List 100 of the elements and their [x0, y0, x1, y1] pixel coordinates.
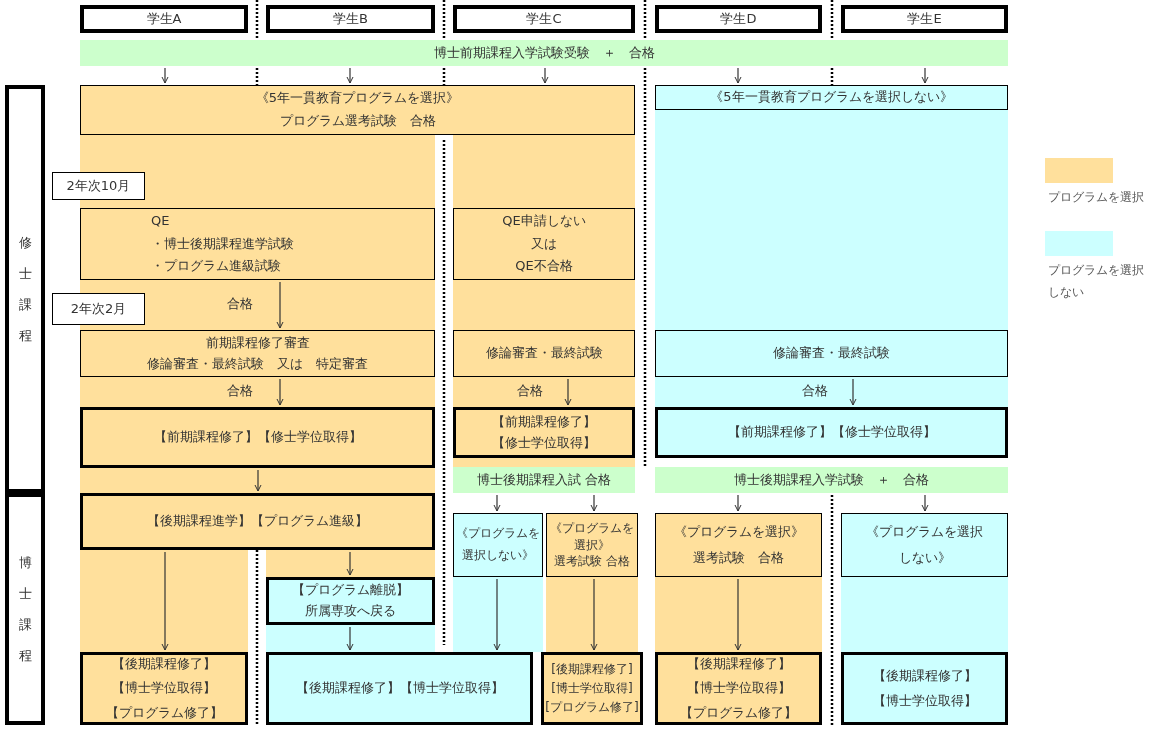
arrow [346, 551, 354, 576]
course-box [5, 493, 45, 725]
legend-label: プログラムを選択しない [1048, 262, 1145, 301]
program-box [546, 513, 638, 577]
box-text: 【プログラム修了】 [105, 703, 223, 722]
box-text: 【前期課程修了】【修士学位取得】 [727, 423, 936, 442]
arrow [493, 494, 501, 512]
box-text: 【博士学位取得】 [686, 679, 791, 698]
box-text: 2年次2月 [70, 299, 127, 318]
date-box [52, 172, 145, 200]
box-text: 選考試験 合格 [693, 549, 784, 567]
review-box [453, 330, 635, 377]
box-text: 学生B [333, 9, 368, 28]
arrow [849, 378, 857, 406]
box-text: 修論審査・最終試験 [773, 344, 890, 363]
box-text: 【博士学位取得】 [112, 679, 216, 698]
exam-band [655, 467, 1008, 493]
arrow [346, 67, 354, 84]
arrow [921, 494, 929, 512]
exam-box [453, 208, 635, 280]
edge-label: 合格 [225, 382, 255, 400]
box-text: [博士学位取得] [551, 679, 633, 697]
box-text: 学生C [526, 9, 562, 28]
result-box [80, 493, 435, 550]
box-text: 所属専攻へ戻る [305, 602, 396, 620]
box-text: 《プログラムを選択しない》 [455, 525, 541, 564]
box-text: 【後期課程修了】 [872, 667, 977, 686]
arrow [590, 578, 598, 651]
box-text: 2年次10月 [66, 176, 131, 195]
exam-band [80, 40, 1008, 66]
result-box [841, 652, 1008, 725]
edge-label: 合格 [515, 382, 545, 400]
box-text: プログラム選考試験 合格 [279, 112, 436, 130]
student-header [266, 5, 435, 33]
student-header [655, 5, 822, 33]
box-text: 選考試験 合格 [554, 553, 630, 571]
arrow [276, 281, 284, 329]
arrow [161, 67, 169, 84]
arrow [276, 378, 284, 406]
box-text: 《プログラムを選択》 [673, 523, 804, 541]
program-box [655, 85, 1008, 110]
box-text: 【修士学位取得】 [492, 433, 596, 452]
box-text: 《プログラムを選択しない》 [865, 523, 984, 567]
student-header [841, 5, 1008, 33]
program-box [80, 85, 635, 135]
result-box [80, 652, 248, 725]
arrow [921, 67, 929, 84]
result-box [453, 407, 635, 458]
student-header [80, 5, 248, 33]
arrow [734, 578, 742, 651]
arrow [254, 469, 262, 492]
arrow [734, 494, 742, 512]
box-text: QE [151, 211, 170, 230]
result-box [541, 652, 643, 725]
box-text: 【博士学位取得】 [872, 691, 977, 710]
box-text: 前期課程修了審査 [205, 333, 310, 352]
box-text: 【プログラム修了】 [680, 703, 797, 722]
box-text: 【プログラム離脱】 [292, 581, 409, 600]
box-text: ・プログラム進級試験 [151, 257, 281, 276]
box-text: 修士課程 [17, 233, 33, 346]
box-text: QE申請しない [502, 211, 586, 230]
box-text: 【前期課程修了】【修士学位取得】 [153, 428, 362, 447]
box-text: 【後期課程修了】 [112, 655, 216, 674]
arrow [734, 67, 742, 84]
arrow [493, 578, 501, 651]
arrow [346, 626, 354, 651]
box-text: 博士前期課程入学試験受験 ＋ 合格 [433, 43, 655, 62]
box-text: 【後期課程進学】【プログラム進級】 [147, 512, 368, 531]
box-text: 【後期課程修了】【博士学位取得】 [295, 679, 504, 698]
withdrawal-box [266, 577, 435, 625]
legend-label: プログラムを選択 [1048, 189, 1145, 206]
edge-label: 合格 [800, 382, 830, 400]
box-text: 《プログラムを選択》 [549, 519, 635, 554]
result-box [266, 652, 533, 725]
program-box [841, 513, 1008, 577]
program-box [453, 513, 543, 577]
arrow [161, 551, 169, 651]
arrow [541, 67, 549, 84]
box-text: 修論審査・最終試験 [485, 344, 603, 363]
box-text: 【後期課程修了】 [686, 655, 791, 674]
review-box [655, 330, 1008, 377]
exam-box [80, 208, 435, 280]
box-text: QE不合格 [515, 257, 573, 276]
box-text: 学生D [720, 9, 757, 28]
arrow [564, 378, 572, 406]
box-text: 学生A [146, 9, 182, 28]
result-box [80, 407, 435, 468]
box-text: 博士後期課程入学試験 ＋ 合格 [734, 470, 929, 489]
edge-label: 合格 [225, 295, 255, 313]
box-text: 《5年一貫教育プログラムを選択しない》 [710, 88, 953, 107]
box-text: 又は [531, 234, 557, 253]
box-text: ・博士後期課程進学試験 [151, 234, 294, 253]
course-box [5, 85, 45, 493]
box-text: 博士課程 [17, 553, 33, 666]
exam-band [453, 467, 635, 493]
result-box [655, 652, 822, 725]
review-box [80, 330, 435, 377]
box-text: 《5年一貫教育プログラムを選択》 [255, 89, 460, 108]
box-text: 博士後期課程入試 合格 [476, 470, 612, 489]
result-box [655, 407, 1008, 458]
